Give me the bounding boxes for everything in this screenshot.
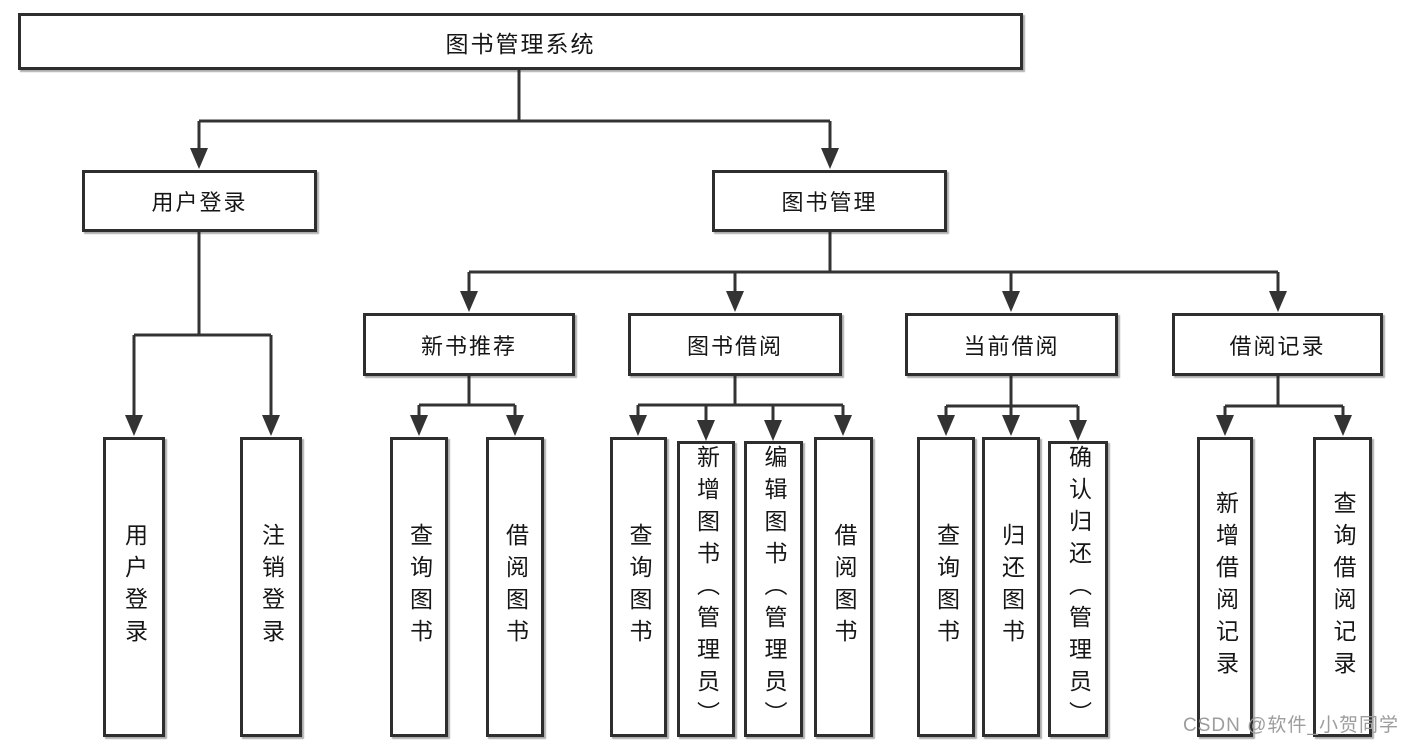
node-leaf-br-add-record-label: 新增借阅记录 [1212, 491, 1239, 683]
connector-current-borrowing-to-leaves [937, 376, 1087, 441]
node-book-borrowing: 图书借阅 [628, 313, 842, 376]
node-current-borrowing: 当前借阅 [905, 313, 1118, 376]
node-borrowing-records: 借阅记录 [1172, 313, 1383, 376]
node-library-management-system: 图书管理系统 [18, 13, 1023, 70]
connector-root-to-level2 [190, 70, 839, 169]
node-user-login-label: 用户登录 [151, 190, 248, 215]
node-leaf-br-query-record-label: 查询借阅记录 [1330, 491, 1356, 683]
node-borrowing-records-label: 借阅记录 [1229, 333, 1326, 359]
node-leaf-cb-query-books: 查询图书 [917, 437, 975, 737]
node-leaf-cb-return-books-label: 归还图书 [998, 523, 1025, 651]
connector-book-management-to-level3 [460, 232, 1287, 312]
node-current-borrowing-label: 当前借阅 [963, 333, 1060, 359]
node-book-management: 图书管理 [712, 170, 947, 232]
node-leaf-logout-label: 注销登录 [258, 523, 285, 651]
node-leaf-bb-borrow-books: 借阅图书 [814, 437, 873, 737]
node-leaf-nb-query-books-label: 查询图书 [406, 523, 433, 651]
node-leaf-nb-borrow-books: 借阅图书 [486, 437, 544, 737]
node-library-management-system-label: 图书管理系统 [445, 30, 596, 57]
node-leaf-nb-query-books: 查询图书 [390, 437, 448, 737]
connector-new-book-to-leaves [410, 376, 524, 436]
node-leaf-user-login: 用户登录 [103, 437, 165, 737]
connector-borrowing-records-to-leaves [1216, 376, 1352, 436]
node-new-book-recommendation-label: 新书推荐 [420, 333, 517, 359]
csdn-watermark: CSDN @软件_小贺同学 [1183, 715, 1399, 736]
node-leaf-nb-borrow-books-label: 借阅图书 [502, 523, 529, 651]
node-leaf-bb-edit-books-admin-label: 编辑图书（管理员） [761, 445, 787, 733]
node-user-login: 用户登录 [82, 170, 317, 232]
node-new-book-recommendation: 新书推荐 [363, 313, 575, 376]
connector-book-borrowing-to-leaves [629, 376, 852, 441]
node-leaf-bb-edit-books-admin: 编辑图书（管理员） [744, 441, 803, 737]
node-leaf-bb-query-books-label: 查询图书 [626, 523, 652, 651]
node-leaf-bb-add-books-admin: 新增图书（管理员） [677, 441, 735, 737]
node-book-borrowing-label: 图书借阅 [686, 333, 783, 359]
node-leaf-logout: 注销登录 [240, 437, 302, 737]
connector-user-login-to-leaves [125, 232, 280, 436]
node-leaf-cb-return-books: 归还图书 [982, 437, 1040, 737]
node-leaf-cb-confirm-return-admin-label: 确认归还（管理员） [1065, 445, 1092, 733]
node-book-management-label: 图书管理 [781, 190, 878, 215]
node-leaf-cb-query-books-label: 查询图书 [933, 523, 960, 651]
node-leaf-br-add-record: 新增借阅记录 [1197, 437, 1253, 737]
node-leaf-user-login-label: 用户登录 [121, 523, 148, 651]
node-leaf-bb-borrow-books-label: 借阅图书 [831, 523, 857, 651]
node-leaf-cb-confirm-return-admin: 确认归还（管理员） [1048, 441, 1108, 737]
node-leaf-br-query-record: 查询借阅记录 [1313, 437, 1372, 737]
node-leaf-bb-query-books: 查询图书 [610, 437, 667, 737]
node-leaf-bb-add-books-admin-label: 新增图书（管理员） [693, 445, 720, 733]
